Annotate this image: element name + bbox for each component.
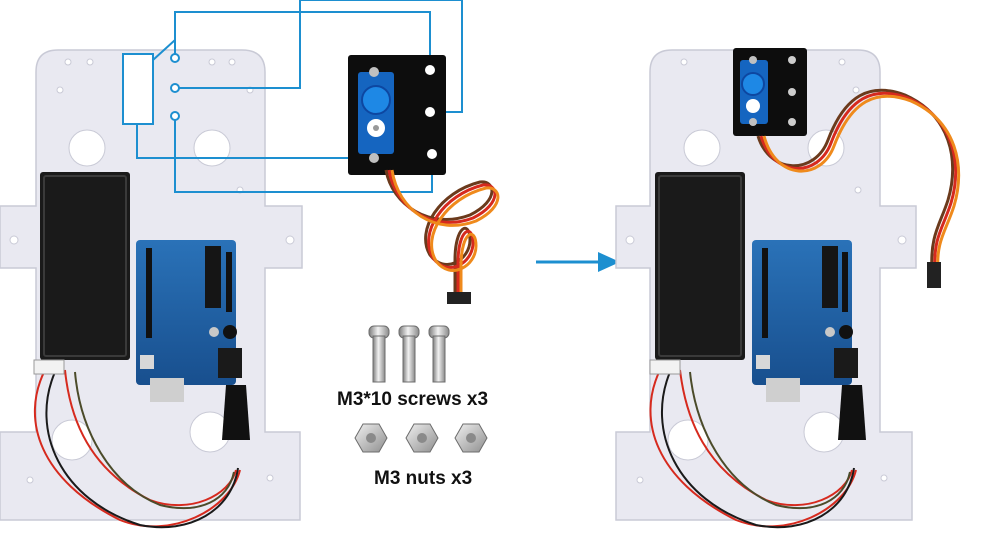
step-arrow <box>536 252 620 272</box>
battery-wires-left <box>33 369 241 529</box>
arduino-board-left <box>136 240 242 402</box>
right-assembly <box>615 48 961 529</box>
screw-3 <box>428 325 450 383</box>
battery-box-left <box>40 172 130 360</box>
battery-box-right <box>655 172 745 360</box>
nut-1 <box>354 423 388 453</box>
servo-plug-right <box>927 262 941 288</box>
hardware-parts <box>354 325 488 453</box>
servo-plug-left <box>447 292 471 304</box>
screw-1 <box>368 325 390 383</box>
battery-connector-left <box>33 359 65 375</box>
battery-connector-right <box>649 359 681 375</box>
screw-2 <box>398 325 420 383</box>
battery-wires-right <box>649 369 857 529</box>
servo-bracket-right <box>733 48 807 136</box>
left-assembly <box>0 0 500 529</box>
plate-holes-right <box>625 58 907 484</box>
screws-label: M3*10 screws x3 <box>337 389 489 410</box>
barrel-jack-right <box>838 385 866 440</box>
servo-bracket-left <box>348 55 446 175</box>
arduino-board-right <box>752 240 858 402</box>
nut-3 <box>454 423 488 453</box>
nut-2 <box>405 423 439 453</box>
servo-cable-right <box>756 88 961 271</box>
barrel-jack-left <box>222 385 250 440</box>
nuts-label: M3 nuts x3 <box>374 468 473 489</box>
servo-cable-left <box>384 169 500 295</box>
